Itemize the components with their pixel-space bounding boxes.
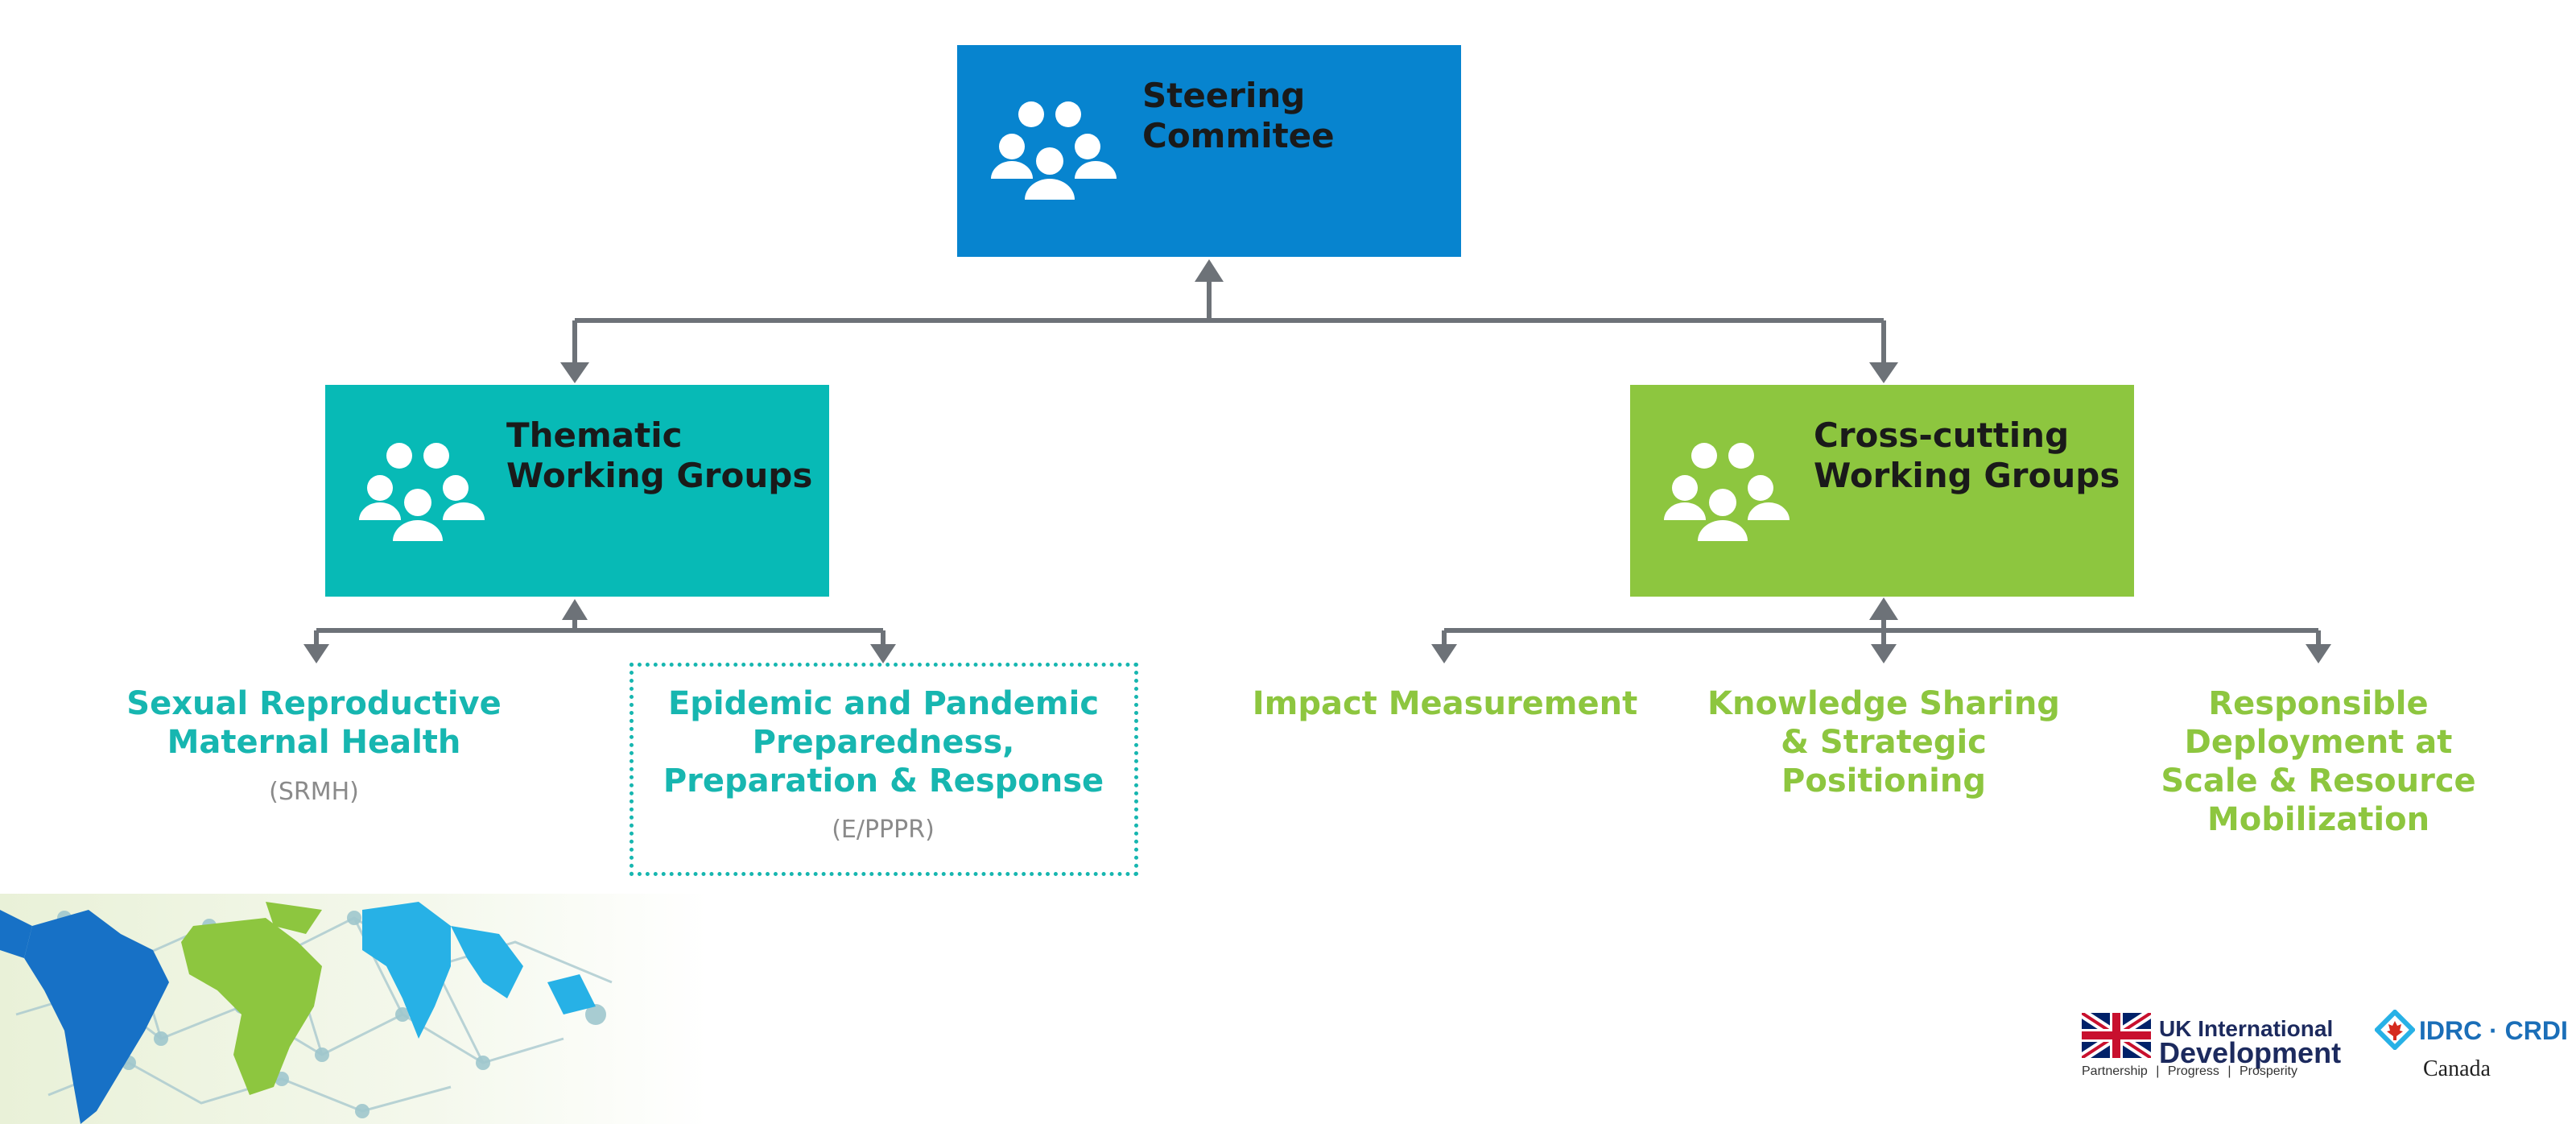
srmh-abbreviation: (SRMH) (269, 778, 359, 806)
crosscut-title: Cross-cutting Working Groups (1814, 415, 2120, 496)
people-group-icon (359, 443, 485, 541)
steering-title-line-1: Steering (1142, 76, 1306, 115)
responsible-deployment-label: Responsible Deployment at Scale & Resour… (2141, 684, 2496, 839)
arrow-down-eppr (870, 644, 896, 663)
impact-measurement-label: Impact Measurement (1236, 684, 1654, 723)
eppr-line-1: Epidemic and Pandemic (667, 685, 1100, 722)
steering-title: Steering Commitee (1142, 76, 1335, 156)
crosscutting-working-groups-box: Cross-cutting Working Groups (1630, 385, 2134, 597)
canada-wordmark: Canada (2423, 1056, 2491, 1081)
arrow-down-crosscut (1869, 362, 1898, 383)
uk-logo-line-1: UK International (2159, 1016, 2334, 1041)
crosscut-title-line-2: Working Groups (1814, 456, 2120, 495)
responsible-line-1: Responsible (2208, 685, 2429, 722)
knowledge-line-3: Positioning (1781, 762, 1986, 800)
people-group-icon (1664, 443, 1790, 541)
uk-logo-line-2: Development (2159, 1036, 2342, 1069)
maple-leaf-icon (2375, 1010, 2415, 1050)
thematic-title: Thematic Working Groups (506, 415, 812, 496)
knowledge-line-2: & Strategic (1781, 724, 1987, 761)
idrc-logo-text: IDRC · CRDI (2419, 1016, 2568, 1045)
srmh-line-1: Sexual Reproductive (126, 685, 502, 722)
eppr-abbreviation: (E/PPPR) (832, 816, 935, 844)
eppr-group-label: Epidemic and Pandemic Preparedness, Prep… (644, 684, 1123, 800)
responsible-line-4: Mobilization (2207, 801, 2430, 838)
knowledge-sharing-label: Knowledge Sharing & Strategic Positionin… (1682, 684, 2085, 800)
crosscut-title-line-1: Cross-cutting (1814, 415, 2070, 455)
thematic-working-groups-box: Thematic Working Groups (325, 385, 829, 597)
people-group-icon (991, 101, 1117, 200)
arrow-down-knowledge (1871, 644, 1897, 663)
knowledge-line-1: Knowledge Sharing (1707, 685, 2060, 722)
arrow-down-impact (1431, 644, 1457, 663)
srmh-line-2: Maternal Health (167, 724, 461, 761)
arrow-up-crosscut (1869, 597, 1898, 620)
union-jack-icon (2082, 1013, 2151, 1058)
world-map-decoration (0, 894, 708, 1124)
eppr-dashed-frame (630, 663, 1138, 876)
responsible-line-3: Scale & Resource (2161, 762, 2476, 800)
eppr-line-2: Preparedness, (752, 724, 1015, 761)
arrow-down-responsible (2306, 644, 2331, 663)
steering-title-line-2: Commitee (1142, 116, 1335, 155)
arrow-up-thematic (562, 599, 588, 620)
steering-committee-box: Steering Commitee (957, 45, 1461, 257)
thematic-title-line-2: Working Groups (506, 456, 813, 495)
arrow-down-srmh (303, 644, 329, 663)
impact-line-1: Impact Measurement (1252, 685, 1638, 722)
responsible-line-2: Deployment at (2184, 724, 2453, 761)
arrow-down-thematic (560, 362, 589, 383)
arrow-up-steering (1195, 259, 1224, 282)
uk-logo-tagline: Partnership | Progress | Prosperity (2082, 1064, 2297, 1078)
srmh-group-label: Sexual Reproductive Maternal Health (121, 684, 507, 762)
eppr-line-3: Preparation & Response (663, 762, 1104, 800)
thematic-title-line-1: Thematic (506, 415, 683, 455)
